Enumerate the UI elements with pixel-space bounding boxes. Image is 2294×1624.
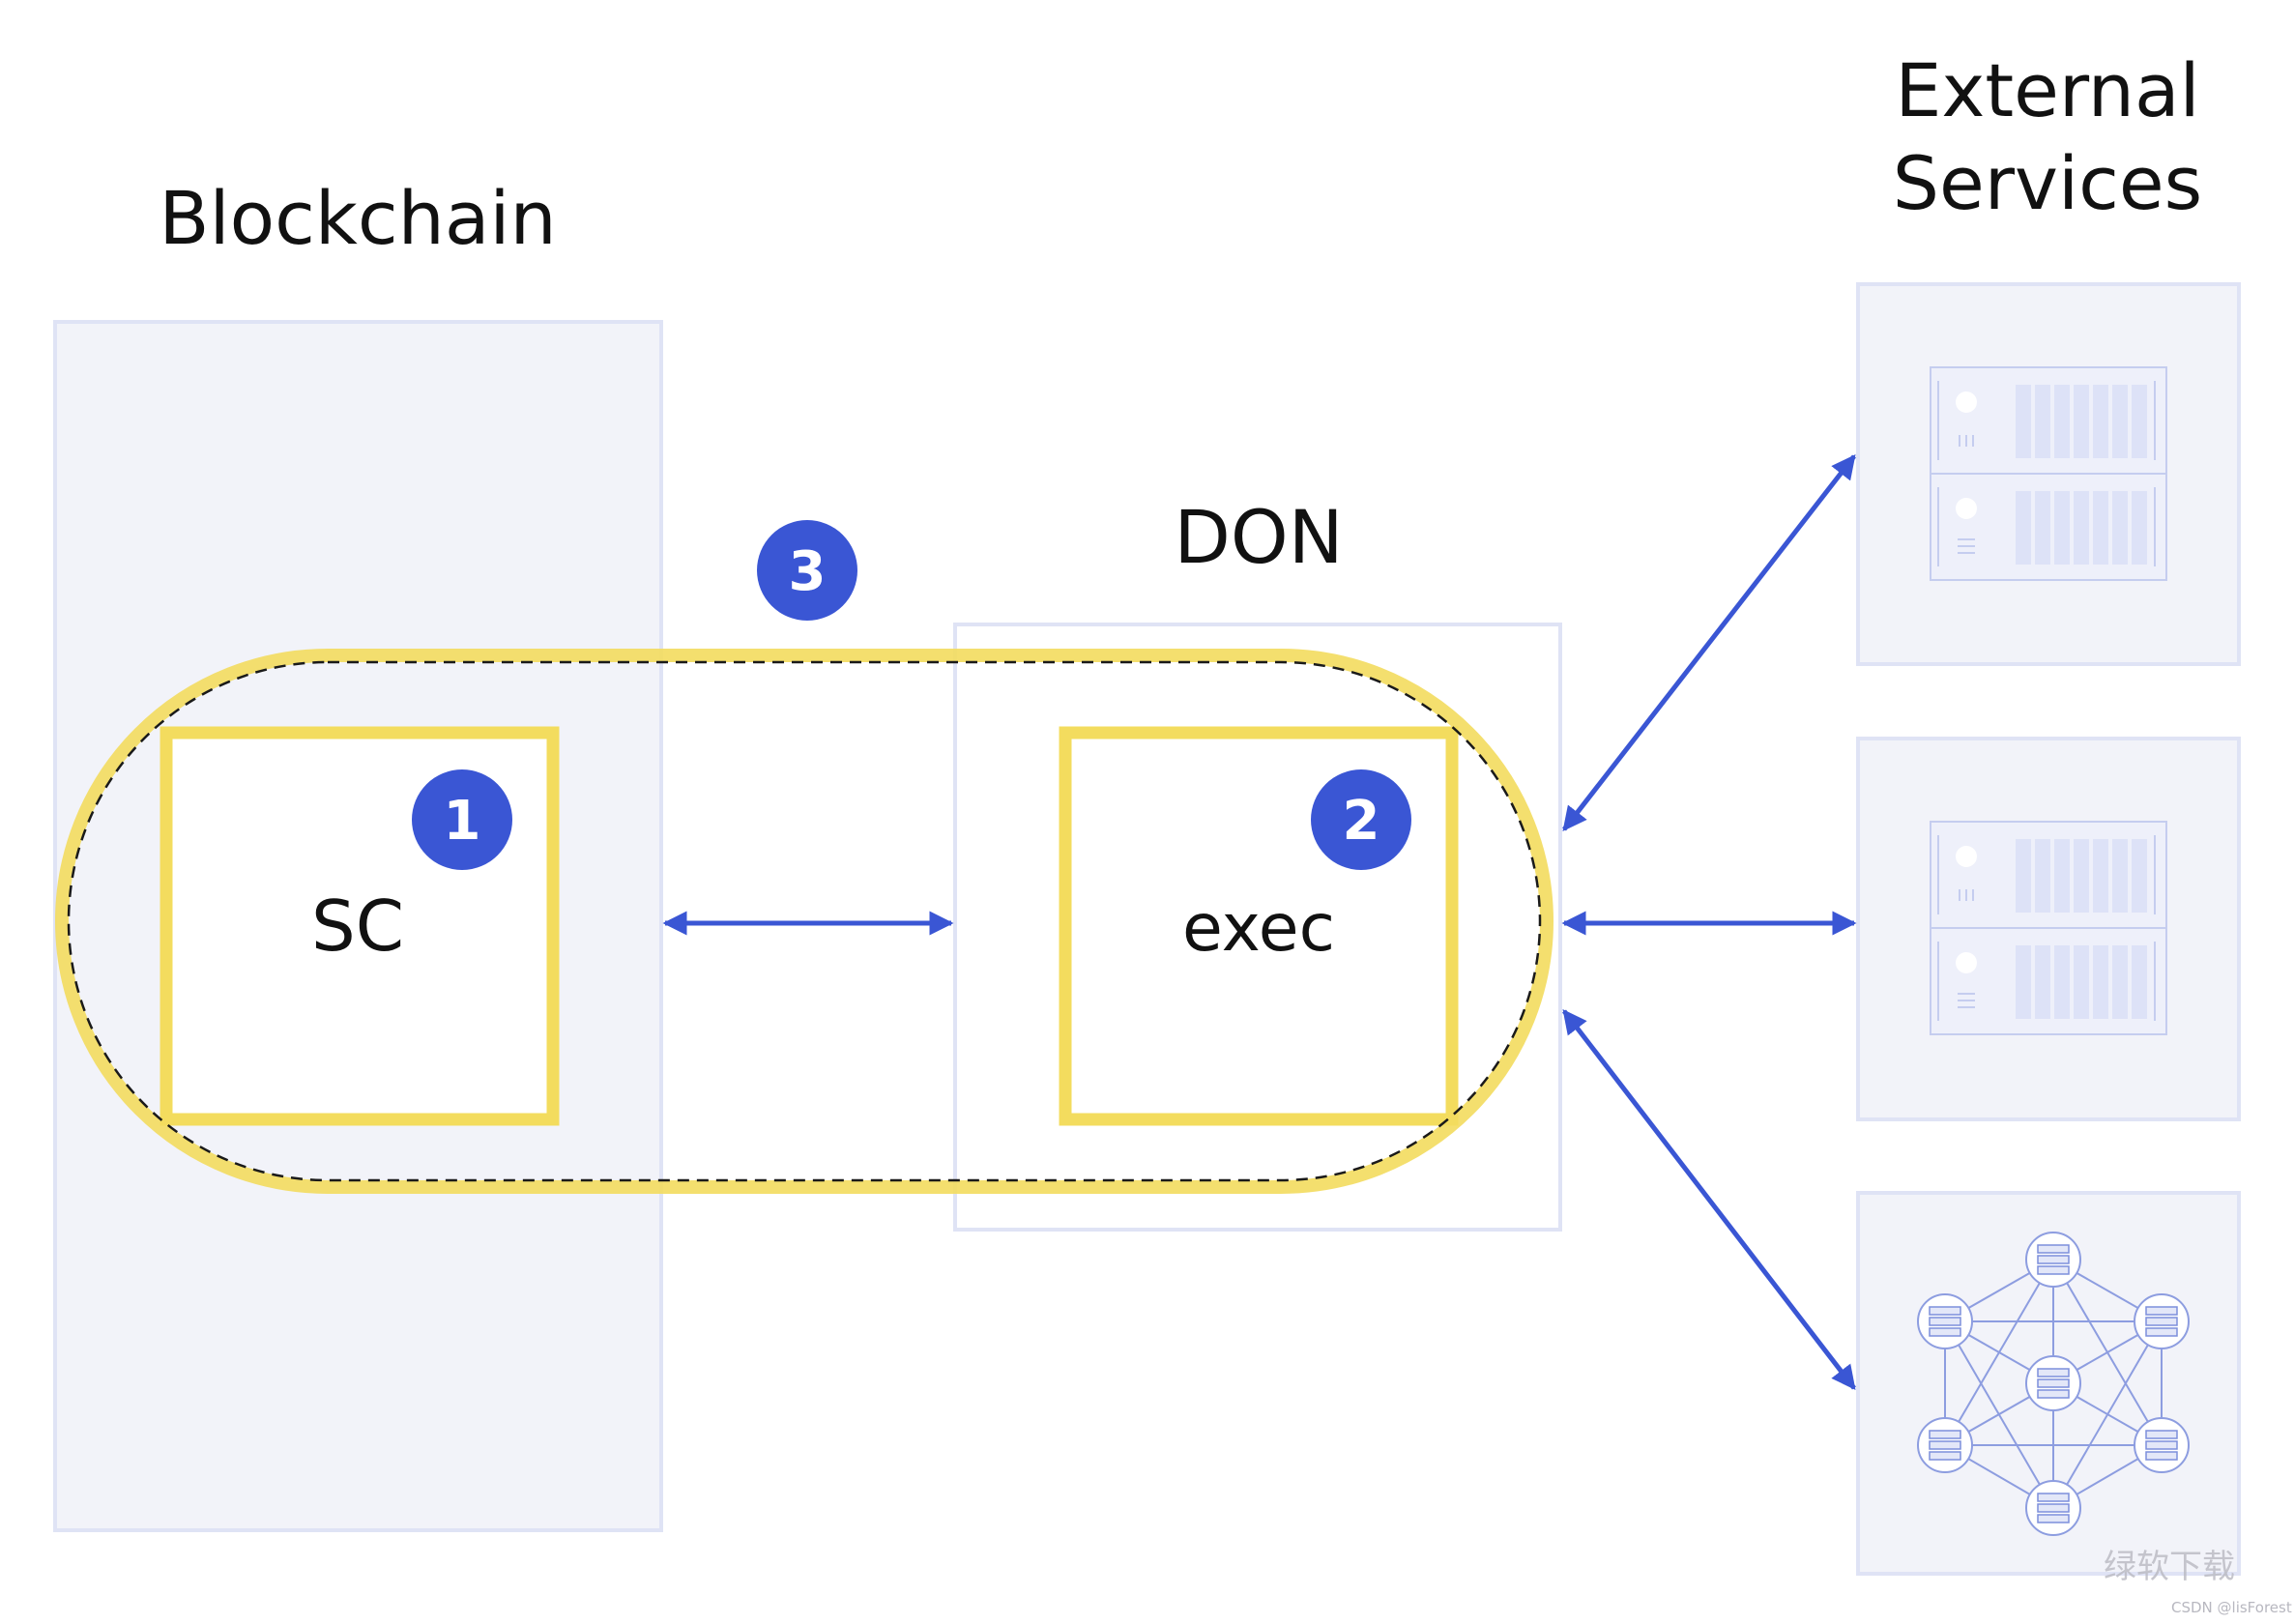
don-heading: DON	[1174, 494, 1343, 580]
server-icon	[1930, 366, 2167, 581]
badge-2-label: 2	[1343, 790, 1380, 853]
badge-2: 2	[1311, 769, 1411, 870]
combined-scope-highlight	[55, 649, 1554, 1194]
don-external-arrow-1	[1562, 454, 1856, 831]
don-external-arrow-3	[1562, 1009, 1856, 1390]
external-services-heading-line2: Services	[1893, 140, 2202, 226]
exec-label: exec	[1182, 890, 1335, 967]
blockchain-heading: Blockchain	[159, 175, 556, 261]
sc-label: SC	[311, 885, 404, 967]
badge-3: 3	[757, 520, 857, 621]
server-icon	[1930, 821, 2167, 1035]
badge-1-label: 1	[444, 790, 481, 853]
watermark-brand: 绿软下载	[2104, 1548, 2235, 1586]
watermark-credit: CSDN @lisForest	[2171, 1599, 2292, 1616]
badge-1: 1	[412, 769, 512, 870]
external-services-heading-line1: External	[1895, 47, 2199, 133]
combined-scope-dashed-outline	[67, 660, 1542, 1182]
badge-3-label: 3	[789, 540, 827, 603]
network-graph-icon	[1917, 1232, 2190, 1536]
